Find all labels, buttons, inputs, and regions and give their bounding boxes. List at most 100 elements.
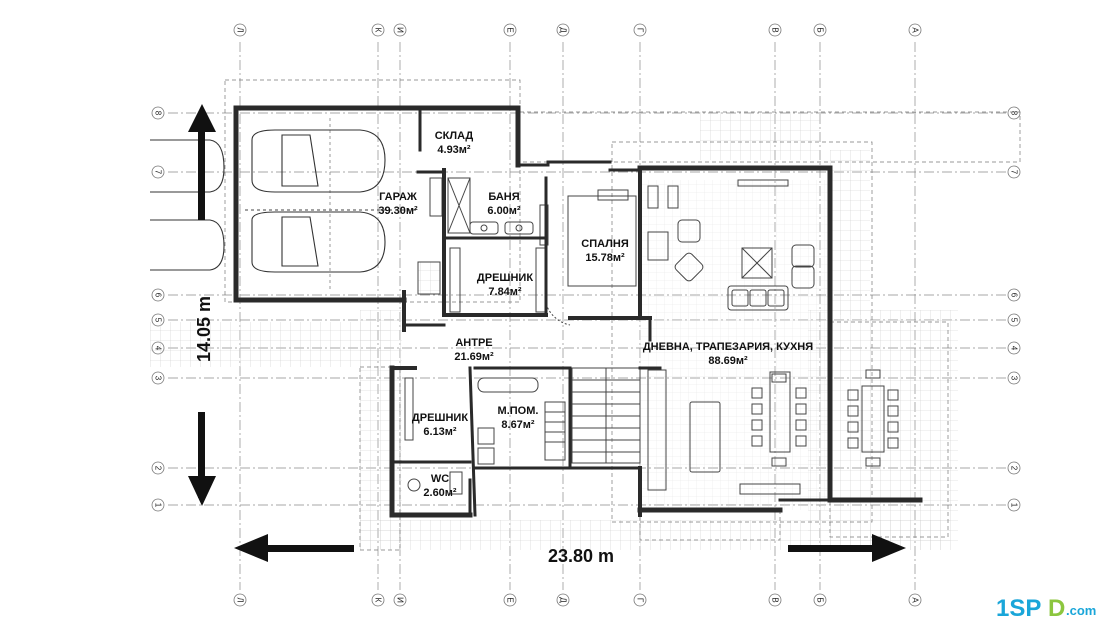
room-name: ДНЕВНА, ТРАПЕЗАРИЯ, КУХНЯ xyxy=(643,341,813,353)
room-label-dnevna: ДНЕВНА, ТРАПЕЗАРИЯ, КУХНЯ 88.69м² xyxy=(643,341,813,367)
axis-bubble: 5 xyxy=(1007,313,1021,327)
room-area: 88.69м² xyxy=(708,355,748,367)
axis-bubble-label: В xyxy=(770,597,779,602)
axis-bubble: Е xyxy=(503,23,517,37)
axis-bubble-label: 2 xyxy=(153,466,162,471)
room-label-mpom: М.ПОМ. 8.67м² xyxy=(498,405,539,431)
room-label-banya: БАНЯ 6.00м² xyxy=(487,191,521,217)
axis-bubble: 2 xyxy=(151,461,165,475)
axis-bubble: Д xyxy=(556,23,570,37)
axis-bubble-label: И xyxy=(395,597,404,603)
height-dimension-label: 14.05 m xyxy=(194,296,214,362)
dimension-arrows xyxy=(188,104,906,562)
axis-bubble-label: 5 xyxy=(153,318,162,323)
axis-bubble-label: 7 xyxy=(153,170,162,175)
interior-details xyxy=(245,118,899,495)
axis-bubble: К xyxy=(371,593,385,607)
axis-bubble: 4 xyxy=(1007,341,1021,355)
axis-bubble-label: Л xyxy=(235,27,244,32)
axis-bubble-label: В xyxy=(770,27,779,32)
axis-bubble-label: Л xyxy=(235,597,244,602)
walls xyxy=(233,105,923,518)
room-area: 8.67м² xyxy=(501,419,535,431)
axis-bubble-label: 6 xyxy=(153,293,162,298)
axis-bubble: Б xyxy=(813,23,827,37)
logo-middle: D xyxy=(1048,595,1065,622)
site-logo: 1SP D .com xyxy=(994,592,1112,622)
axis-bubble-label: Е xyxy=(505,27,514,32)
axis-bubble-label: 4 xyxy=(1009,346,1018,351)
axis-bubble: Г xyxy=(633,593,647,607)
axis-bubble: 6 xyxy=(1007,288,1021,302)
axis-bubble-label: Д xyxy=(558,27,567,33)
logo-suffix: .com xyxy=(1066,603,1096,618)
room-area: 6.13м² xyxy=(423,426,457,438)
room-area: 4.93м² xyxy=(437,144,471,156)
room-label-antre: АНТРЕ 21.69м² xyxy=(454,337,494,363)
axis-bubble-label: 7 xyxy=(1009,170,1018,175)
width-dimension-label: 23.80 m xyxy=(548,546,614,566)
room-label-wc: WC 2.60м² xyxy=(423,473,457,499)
room-name: ГАРАЖ xyxy=(379,191,417,203)
axis-bubble-label: 8 xyxy=(1009,111,1018,116)
room-area: 21.69м² xyxy=(454,351,494,363)
room-label-dreshnik-1: ДРЕШНИК 7.84м² xyxy=(477,272,533,298)
axis-bubble-label: Г xyxy=(635,598,644,603)
axis-bubble: И xyxy=(393,593,407,607)
axis-bubble-label: И xyxy=(395,27,404,33)
axis-bubble: 6 xyxy=(151,288,165,302)
axis-bubble: Д xyxy=(556,593,570,607)
axis-bubble-label: К xyxy=(373,28,382,33)
axis-bubble: 3 xyxy=(1007,371,1021,385)
room-name: ДРЕШНИК xyxy=(477,272,533,284)
wall-segment xyxy=(468,366,477,517)
axis-bubble: Е xyxy=(503,593,517,607)
axis-bubble-label: Г xyxy=(635,28,644,33)
axis-bubble-label: 3 xyxy=(153,376,162,381)
room-label-dreshnik-2: ДРЕШНИК 6.13м² xyxy=(412,412,468,438)
axis-bubble-label: 1 xyxy=(153,503,162,508)
axis-bubble-label: А xyxy=(910,597,919,603)
axis-bubble-label: 2 xyxy=(1009,466,1018,471)
room-name: СПАЛНЯ xyxy=(581,238,629,250)
axis-bubble-label: 6 xyxy=(1009,293,1018,298)
axis-bubble-label: Д xyxy=(558,597,567,603)
axis-bubble-label: Б xyxy=(815,27,824,32)
axis-bubble: 1 xyxy=(151,498,165,512)
axis-bubble: И xyxy=(393,23,407,37)
room-area: 39.30м² xyxy=(378,205,418,217)
axis-bubble-label: А xyxy=(910,27,919,33)
axis-bubble: К xyxy=(371,23,385,37)
room-name: WC xyxy=(431,473,449,485)
room-area: 2.60м² xyxy=(423,487,457,499)
room-name: СКЛАД xyxy=(435,130,474,142)
terrace-areas xyxy=(150,112,958,550)
room-label-garazh: ГАРАЖ 39.30м² xyxy=(378,191,418,217)
axis-bubble: 7 xyxy=(151,165,165,179)
axis-bubble: 8 xyxy=(151,106,165,120)
axis-bubble: Г xyxy=(633,23,647,37)
axis-bubbles: ЛЛККИИЕЕДДГГВВББАА8877665544332211 xyxy=(151,23,1021,607)
axis-bubble: 8 xyxy=(1007,106,1021,120)
car-icons xyxy=(150,129,386,273)
axis-bubble: Б xyxy=(813,593,827,607)
axis-bubble: Л xyxy=(233,23,247,37)
room-name: БАНЯ xyxy=(488,191,519,203)
room-label-sklad: СКЛАД 4.93м² xyxy=(435,130,474,156)
axis-bubble-label: 8 xyxy=(153,111,162,116)
axis-bubble: А xyxy=(908,23,922,37)
axis-bubble-label: 3 xyxy=(1009,376,1018,381)
axis-bubble-label: Б xyxy=(815,597,824,602)
axis-bubble: В xyxy=(768,593,782,607)
axis-bubble: В xyxy=(768,23,782,37)
room-name: АНТРЕ xyxy=(455,337,492,349)
axis-bubble: 1 xyxy=(1007,498,1021,512)
room-area: 15.78м² xyxy=(585,252,625,264)
room-area: 6.00м² xyxy=(487,205,521,217)
room-name: М.ПОМ. xyxy=(498,405,539,417)
axis-bubble: 7 xyxy=(1007,165,1021,179)
logo-prefix: 1SP xyxy=(996,595,1041,622)
room-label-spalnya: СПАЛНЯ 15.78м² xyxy=(581,238,629,264)
axis-bubble-label: К xyxy=(373,598,382,603)
